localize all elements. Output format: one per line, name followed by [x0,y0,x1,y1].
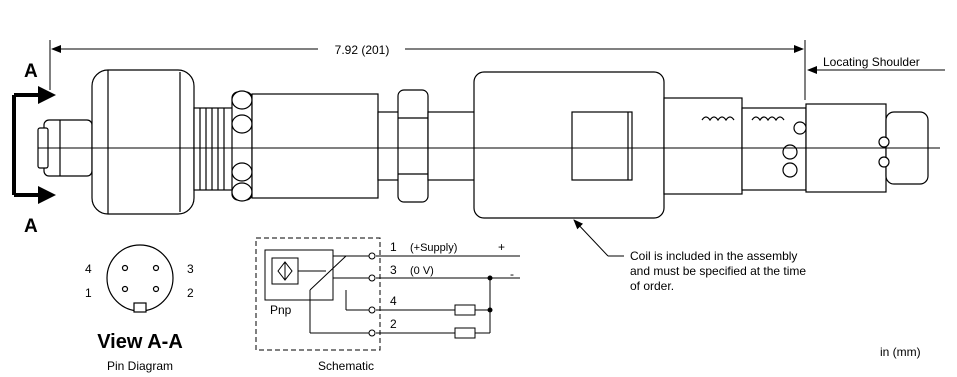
terminal-label-0v: (0 V) [410,265,434,277]
terminal-label-supply: (+Supply) [410,242,457,254]
locating-shoulder-label: Locating Shoulder [823,55,920,69]
section-arrows [12,86,56,204]
terminal-pin-1: 1 [390,240,397,254]
terminal-sign-plus: + [498,240,505,254]
schematic-box [255,237,520,351]
section-marker-bottom: A [24,216,38,237]
coil-note-line-1: Coil is included in the assembly [630,249,797,263]
pin-label-2: 2 [187,286,194,300]
sensor-type-label: Pnp [270,303,292,317]
valve-body [37,69,940,219]
terminal-sign-minus: - [510,267,514,281]
pin-label-1: 1 [85,286,92,300]
dimension-label: 7.92 (201) [335,43,390,57]
overall-dimension [49,40,806,100]
coil-note-line-3: of order. [630,279,674,293]
terminal-pin-4: 4 [390,294,397,308]
pin-label-4: 4 [85,262,92,276]
terminal-pin-2: 2 [390,317,397,331]
coil-note-line-2: and must be specified at the time [630,264,806,278]
view-title: View A-A [97,331,183,353]
section-marker-top: A [24,61,38,82]
pin-diagram-caption: Pin Diagram [107,359,173,373]
coil-note-leader [573,219,624,257]
pin-connector [106,244,174,313]
units-label: in (mm) [880,345,921,359]
schematic-caption: Schematic [318,359,374,373]
pin-label-3: 3 [187,262,194,276]
terminal-pin-3: 3 [390,263,397,277]
